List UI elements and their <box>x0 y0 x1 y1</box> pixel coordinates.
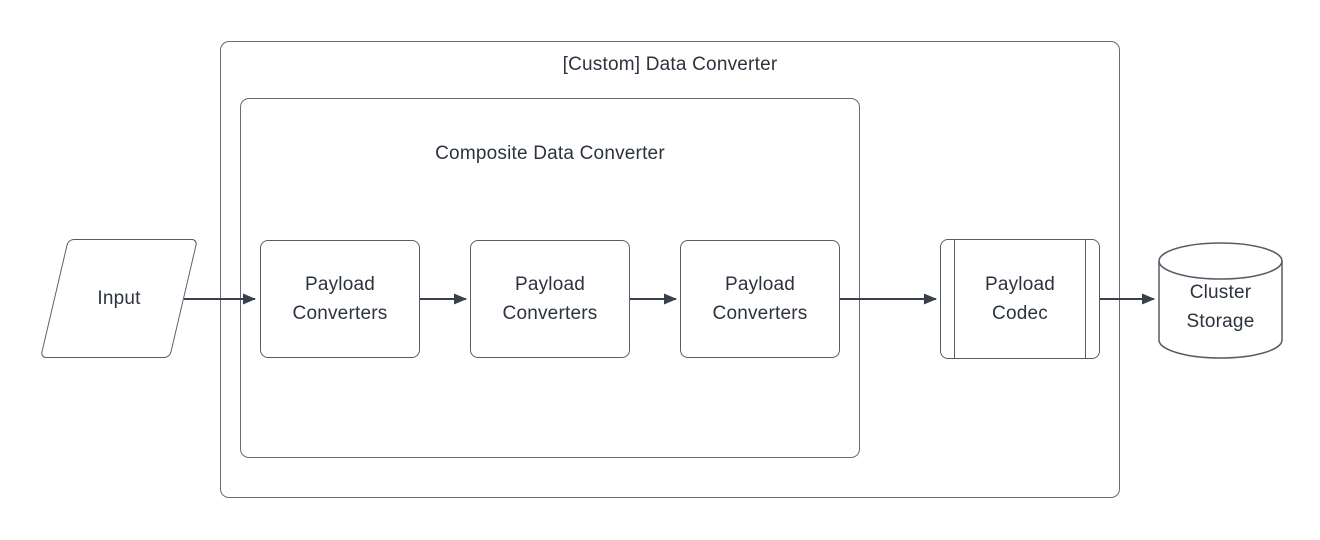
custom-data-converter-container: [Custom] Data Converter <box>220 41 1120 498</box>
input-label: Input <box>97 288 141 309</box>
cylinder-shape <box>1158 242 1283 359</box>
payload-converters-label-2: Payload Converters <box>502 274 598 324</box>
composite-data-converter-title: Composite Data Converter <box>435 143 665 164</box>
codec-right-bar <box>1085 240 1086 358</box>
payload-codec-label: Payload Codec <box>984 274 1056 324</box>
input-node: Input <box>40 239 198 358</box>
payload-converters-node-2: Payload Converters <box>470 240 630 358</box>
cluster-storage-label: Cluster Storage <box>1186 282 1255 332</box>
payload-converters-label-1: Payload Converters <box>292 274 388 324</box>
payload-converters-node-1: Payload Converters <box>260 240 420 358</box>
composite-data-converter-container: Composite Data Converter <box>240 98 860 458</box>
payload-codec-node: Payload Codec <box>940 239 1100 359</box>
payload-converters-label-3: Payload Converters <box>712 274 808 324</box>
custom-data-converter-title: [Custom] Data Converter <box>562 54 778 75</box>
payload-converters-node-3: Payload Converters <box>680 240 840 358</box>
codec-left-bar <box>954 240 955 358</box>
cluster-storage-node: Cluster Storage <box>1158 242 1283 359</box>
